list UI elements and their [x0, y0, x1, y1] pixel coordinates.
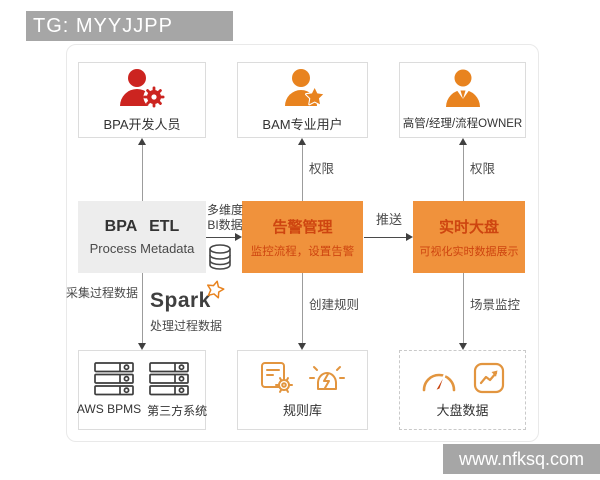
node-label-dev: BPA开发人员 — [103, 116, 181, 132]
database-icon — [209, 244, 231, 270]
node-label-dashdata: 大盘数据 — [436, 402, 489, 418]
arrowhead-down-bpms — [138, 343, 146, 350]
edge-alert-to-rules — [302, 273, 303, 344]
node-executive: 高管/经理/流程OWNER — [399, 62, 526, 138]
edge-label-perm-bam: 权限 — [309, 162, 335, 176]
arrowhead-up-dev — [138, 138, 146, 145]
server-stack-icon — [94, 361, 134, 395]
edge-label-process: 处理过程数据 — [150, 319, 223, 333]
node-bpa-developer: BPA开发人员 — [78, 62, 206, 138]
node-dashboard-data: 大盘数据 — [399, 350, 526, 430]
edge-rtdash-to-dashdata — [463, 273, 464, 344]
bi-label-line2: BI数据 — [207, 218, 243, 232]
etl-subtitle: Process Metadata — [89, 241, 195, 256]
bi-label-line1: 多维度 — [206, 203, 243, 217]
spark-logo: Spark — [150, 280, 226, 317]
edge-etl-to-bpms — [142, 273, 143, 344]
edge-alert-to-bam — [302, 144, 303, 201]
arrowhead-right-alert — [235, 233, 242, 241]
rtdash-title: 实时大盘 — [438, 218, 499, 236]
watermark-site: www.nfksq.com — [443, 444, 600, 474]
alert-title: 告警管理 — [272, 218, 333, 236]
edge-alert-to-rtdash — [364, 237, 406, 238]
edge-label-perm-exec: 权限 — [470, 162, 496, 176]
node-alert-management: 告警管理 监控流程，设置告警 — [242, 201, 363, 273]
label-aws-bpms: AWS BPMS — [76, 401, 142, 416]
node-label-bam: BAM专业用户 — [262, 116, 343, 132]
edge-label-create-rule: 创建规则 — [309, 298, 360, 312]
person-tie-icon — [445, 69, 480, 107]
arrowhead-down-rules — [298, 343, 306, 350]
person-star-icon — [284, 68, 324, 106]
node-label-rules: 规则库 — [282, 403, 322, 418]
edge-label-collect: 采集过程数据 — [65, 286, 138, 300]
edge-rtdash-to-exec — [463, 144, 464, 201]
alert-subtitle: 监控流程，设置告警 — [250, 245, 355, 258]
spark-star-icon — [206, 280, 225, 299]
edge-label-push: 推送 — [375, 212, 402, 227]
node-bpa-etl: BPA ETL Process Metadata — [78, 201, 206, 273]
node-source-systems: AWS BPMS 第三方系统 — [76, 350, 208, 430]
etl-title: BPA ETL — [104, 218, 180, 235]
document-gear-icon — [260, 362, 293, 393]
node-label-exec: 高管/经理/流程OWNER — [402, 118, 523, 130]
node-rule-library: 规则库 — [237, 350, 368, 430]
edge-etl-to-dev — [142, 144, 143, 201]
gauge-icon — [422, 371, 455, 392]
arrowhead-up-exec — [459, 138, 467, 145]
spark-logo-text: Spark — [150, 289, 211, 312]
edge-etl-to-alert — [206, 237, 236, 238]
arrowhead-up-bam — [298, 138, 306, 145]
edge-label-bi-data: 多维度 BI数据 — [200, 203, 250, 233]
node-realtime-dashboard: 实时大盘 可视化实时数据展示 — [413, 201, 525, 273]
arrowhead-right-rtdash — [406, 233, 413, 241]
server-stack-icon — [149, 361, 189, 395]
label-third-party: 第三方系统 — [147, 403, 208, 418]
diagram-frame — [66, 44, 539, 442]
trend-chart-icon — [473, 362, 504, 393]
watermark-tag: TG: MYYJJPP — [26, 11, 233, 41]
person-gear-icon — [120, 68, 165, 107]
alarm-siren-icon — [308, 366, 345, 390]
node-bam-user: BAM专业用户 — [237, 62, 368, 138]
rtdash-subtitle: 可视化实时数据展示 — [419, 245, 519, 258]
edge-label-scene-monitor: 场景监控 — [470, 298, 521, 312]
arrowhead-down-dashdata — [459, 343, 467, 350]
